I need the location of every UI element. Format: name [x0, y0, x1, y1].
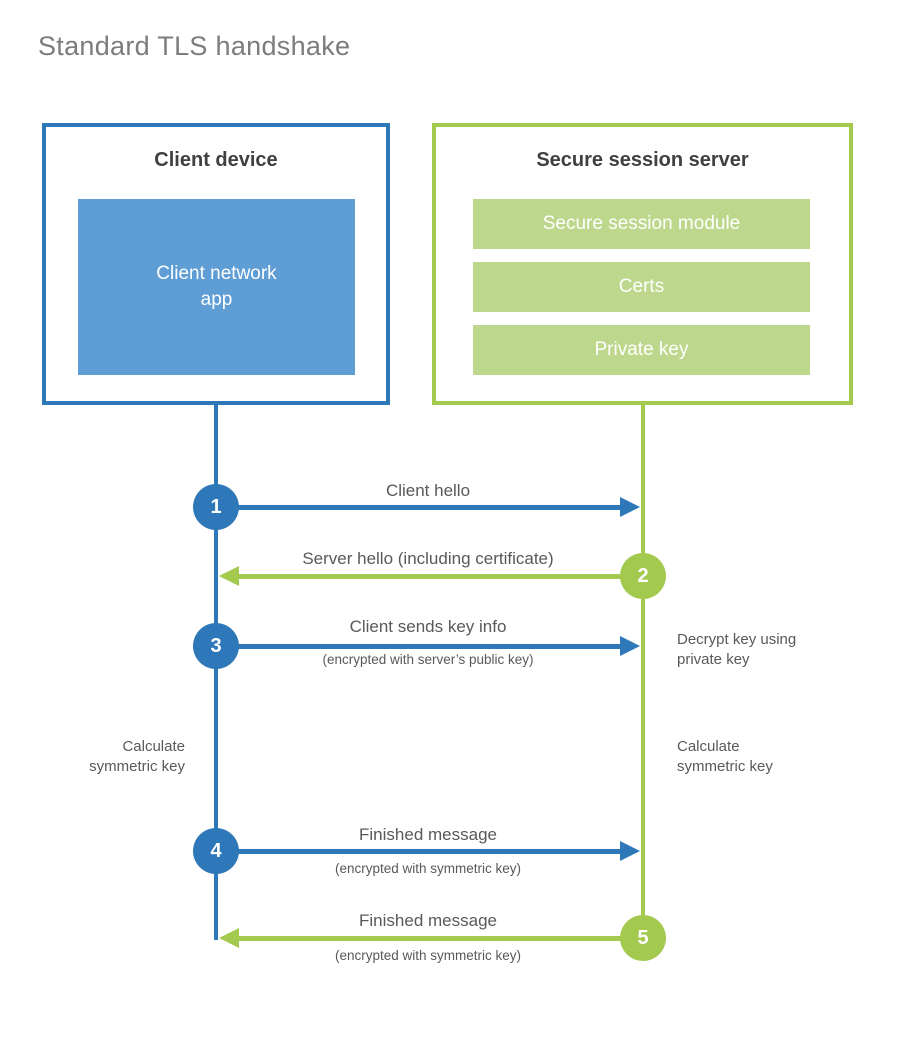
server-box: Secure session server Secure session mod… — [432, 123, 853, 405]
client-device-box: Client device Client network app — [42, 123, 390, 405]
server-lifeline — [641, 405, 645, 938]
client-device-heading: Client device — [154, 149, 278, 171]
step-1-circle: 1 — [193, 484, 239, 530]
step-1-arrow-head — [620, 497, 640, 517]
annotation-calc-symmetric-right: Calculate symmetric key — [677, 738, 773, 775]
step-2-circle: 2 — [620, 553, 666, 599]
client-lifeline — [214, 405, 218, 940]
step-5-sublabel: (encrypted with symmetric key) — [334, 948, 522, 963]
secure-session-module-bar: Secure session module — [473, 199, 810, 249]
diagram-title: Standard TLS handshake — [38, 31, 351, 61]
step-3-arrow-head — [620, 636, 640, 656]
step-1-label: Client hello — [385, 481, 471, 500]
annotation-decrypt-key: Decrypt key using private key — [677, 631, 797, 668]
annotation-calc-symmetric-left: Calculate symmetric key — [89, 738, 185, 775]
step-4-arrow-head — [620, 841, 640, 861]
step-3-arrow-shaft — [216, 644, 620, 649]
step-4-label: Finished message — [359, 825, 497, 844]
step-4-sublabel: (encrypted with symmetric key) — [334, 861, 522, 876]
step-4-arrow-shaft — [216, 849, 620, 854]
step-2-arrow-shaft — [239, 574, 643, 579]
step-5-label: Finished message — [359, 911, 497, 930]
step-2-label: Server hello (including certificate) — [302, 549, 554, 568]
server-heading: Secure session server — [536, 149, 749, 171]
step-5-circle: 5 — [620, 915, 666, 961]
step-3-circle: 3 — [193, 623, 239, 669]
step-3-sublabel: (encrypted with server’s public key) — [322, 652, 534, 667]
client-network-app-box: Client network app — [78, 199, 355, 375]
step-1-arrow-shaft — [216, 505, 620, 510]
step-2-arrow-head — [219, 566, 239, 586]
step-5-arrow-shaft — [239, 936, 643, 941]
step-5-arrow-head — [219, 928, 239, 948]
private-key-bar: Private key — [473, 325, 810, 375]
step-3-label: Client sends key info — [349, 617, 507, 636]
certs-bar: Certs — [473, 262, 810, 312]
step-4-circle: 4 — [193, 828, 239, 874]
